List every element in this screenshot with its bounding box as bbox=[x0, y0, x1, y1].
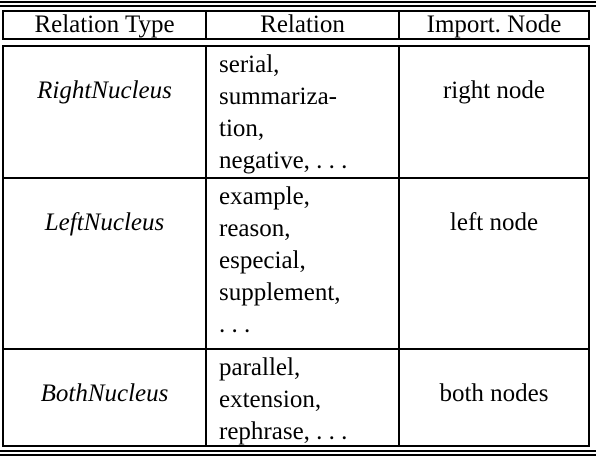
import-node-value: right node bbox=[442, 77, 546, 104]
import-node-value: left node bbox=[449, 209, 539, 236]
relation-line: tion, bbox=[219, 115, 265, 142]
column-header-relation-type: Relation Type bbox=[4, 12, 207, 38]
cell-relation-list: serial, summariza- tion, negative, . . . bbox=[207, 47, 400, 177]
cell-relation-list: example, reason, especial, supplement, .… bbox=[207, 179, 400, 348]
table-top-double-rule bbox=[0, 1, 596, 7]
relation-line: rephrase, . . . bbox=[219, 418, 348, 445]
relation-line: extension, bbox=[219, 386, 322, 413]
relation-line: supplement, bbox=[219, 279, 341, 306]
cell-import-node: left node bbox=[400, 179, 588, 348]
column-header-label: Import. Node bbox=[426, 12, 562, 38]
relation-line: serial, bbox=[219, 51, 280, 78]
relation-type-value: RightNucleus bbox=[37, 77, 172, 104]
relation-type-value: LeftNucleus bbox=[44, 209, 165, 236]
relation-line: summariza- bbox=[219, 83, 338, 110]
relation-line: reason, bbox=[219, 215, 291, 242]
table-row-bothnucleus: BothNucleus parallel, extension, rephras… bbox=[4, 350, 588, 445]
column-header-label: Relation bbox=[260, 12, 345, 38]
relation-line: example, bbox=[219, 183, 310, 210]
cell-relation-type: RightNucleus bbox=[4, 47, 207, 177]
table-body: RightNucleus serial, summariza- tion, ne… bbox=[2, 45, 590, 447]
column-header-relation: Relation bbox=[207, 12, 400, 38]
column-header-label: Relation Type bbox=[34, 12, 175, 38]
table-bottom-double-rule bbox=[0, 450, 596, 456]
table-row-leftnucleus: LeftNucleus example, reason, especial, s… bbox=[4, 179, 588, 350]
table-header-row: Relation Type Relation Import. Node bbox=[2, 10, 590, 40]
cell-relation-list: parallel, extension, rephrase, . . . bbox=[207, 350, 400, 445]
cell-import-node: right node bbox=[400, 47, 588, 177]
cell-import-node: both nodes bbox=[400, 350, 588, 445]
relation-line: parallel, bbox=[219, 354, 301, 381]
table-row-rightnucleus: RightNucleus serial, summariza- tion, ne… bbox=[4, 47, 588, 179]
cell-relation-type: BothNucleus bbox=[4, 350, 207, 445]
relation-line: negative, . . . bbox=[219, 147, 348, 174]
relation-type-value: BothNucleus bbox=[40, 380, 169, 407]
column-header-import-node: Import. Node bbox=[400, 12, 588, 38]
relation-line: . . . bbox=[219, 311, 251, 338]
import-node-value: both nodes bbox=[439, 380, 549, 407]
cell-relation-type: LeftNucleus bbox=[4, 179, 207, 348]
relation-line: especial, bbox=[219, 247, 306, 274]
